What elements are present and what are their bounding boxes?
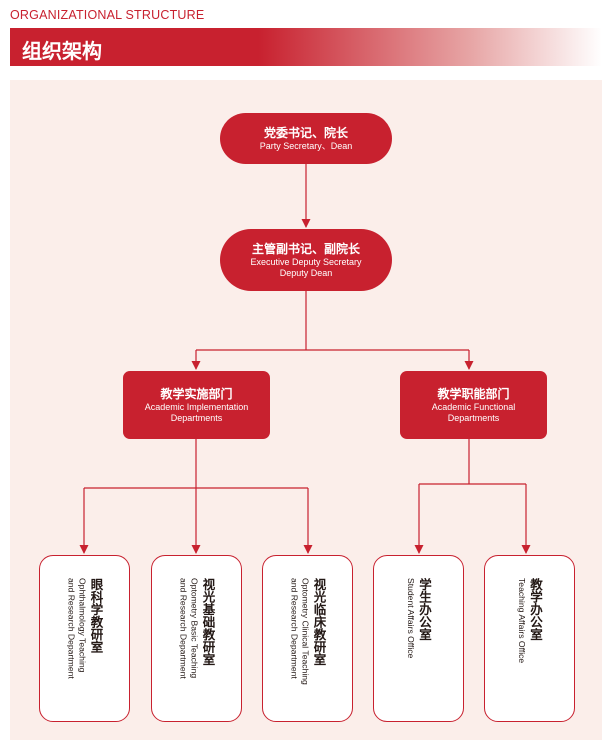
node-title-zh: 党委书记、院长 [263,125,348,140]
node-title-zh: 教学职能部门 [437,386,510,401]
dept-title-en-line1: Optometry Clinical Teaching [300,578,311,685]
dept-title-en-line1: Teaching Affairs Office [517,578,527,664]
dept-title-en-line1: Student Affairs Office [406,578,416,659]
node-title-zh: 教学实施部门 [160,386,233,401]
node-title-en-line2: Departments [447,412,500,423]
dept-teaching-affairs: 教学办公室 Teaching Affairs Office [484,555,575,722]
node-executive-deputy: 主管副书记、副院长 Executive Deputy Secretary Dep… [220,229,392,291]
node-academic-implementation: 教学实施部门 Academic Implementation Departmen… [123,371,270,439]
dept-label: 教学办公室 Teaching Affairs Office [517,578,542,663]
node-title-en-line2: Departments [170,412,223,423]
node-title-en-line2: Deputy Dean [279,267,333,278]
dept-title-en-line1: Optometry Basic Teaching [189,578,200,679]
node-title-en-line1: Academic Functional [431,401,516,412]
page-title: 组织架构 [22,41,102,63]
title-bar: 组织架构 [10,28,602,66]
dept-title-en-line1: Ophthalmology Teaching [77,578,88,673]
dept-title-zh: 学生办公室 [417,578,431,641]
dept-title-en-line2: and Research Department [66,578,77,679]
section-label: ORGANIZATIONAL STRUCTURE [10,8,205,22]
dept-title-zh: 视光基础教研室 [200,578,215,666]
dept-title-zh: 教学办公室 [528,578,542,641]
node-title-zh: 主管副书记、副院长 [251,241,360,256]
dept-ophthalmology: 眼科学教研室 Ophthalmology Teaching and Resear… [39,555,130,722]
node-title-en-line1: Executive Deputy Secretary [250,256,362,267]
dept-label: 视光基础教研室 Optometry Basic Teaching and Res… [179,578,215,679]
dept-title-en-line2: and Research Department [289,578,300,679]
dept-title-zh: 视光临床教研室 [311,578,326,666]
dept-label: 学生办公室 Student Affairs Office [406,578,431,658]
dept-optometry-basic: 视光基础教研室 Optometry Basic Teaching and Res… [151,555,242,722]
dept-label: 视光临床教研室 Optometry Clinical Teaching and … [290,578,326,685]
dept-title-zh: 眼科学教研室 [88,578,103,653]
dept-label: 眼科学教研室 Ophthalmology Teaching and Resear… [67,578,103,679]
dept-student-affairs: 学生办公室 Student Affairs Office [373,555,464,722]
dept-title-en-line2: and Research Department [178,578,189,679]
node-party-secretary-dean: 党委书记、院长 Party Secretary、Dean [220,113,392,164]
node-title-en: Party Secretary、Dean [259,140,353,151]
node-academic-functional: 教学职能部门 Academic Functional Departments [400,371,547,439]
dept-optometry-clinical: 视光临床教研室 Optometry Clinical Teaching and … [262,555,353,722]
node-title-en-line1: Academic Implementation [144,401,249,412]
